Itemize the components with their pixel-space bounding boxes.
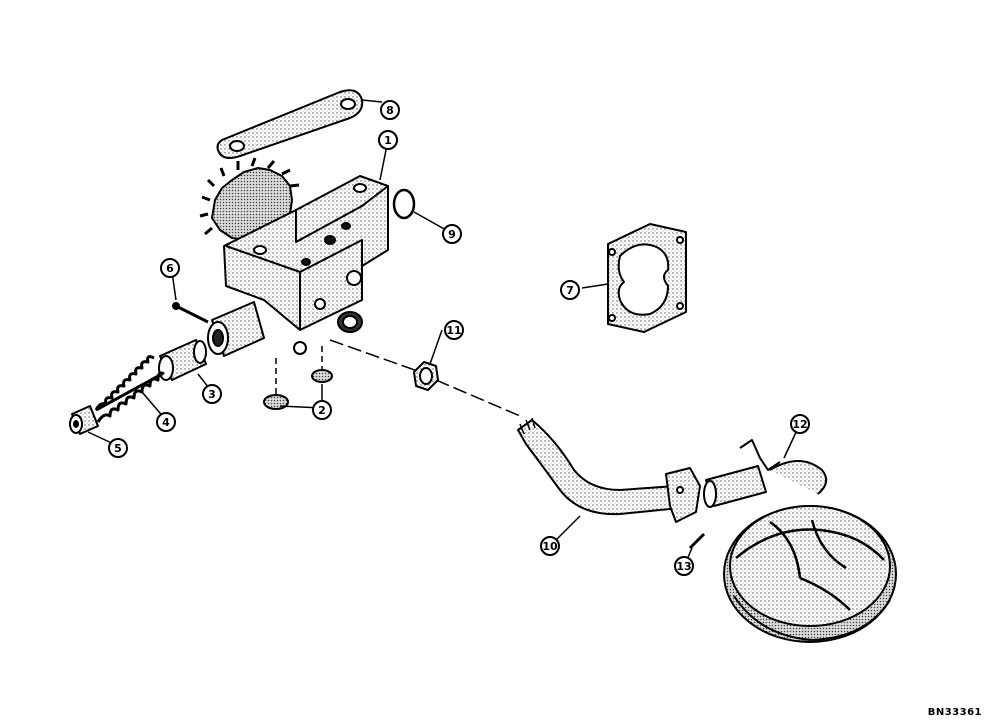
callout-number: 9 <box>448 228 456 241</box>
callout-11: 11 <box>444 320 464 340</box>
oil-pump-body <box>199 157 389 357</box>
pin <box>172 302 209 324</box>
callout-number: 7 <box>566 284 574 297</box>
callout-number: 13 <box>676 560 691 573</box>
callout-1: 1 <box>378 130 398 150</box>
callout-number: 5 <box>114 442 122 455</box>
callout-5: 5 <box>108 438 128 458</box>
callout-12: 12 <box>790 414 810 434</box>
callout-number: 4 <box>162 416 170 429</box>
suction-tube <box>517 417 701 523</box>
callout-13: 13 <box>674 556 694 576</box>
cotter-pin <box>688 532 706 550</box>
callout-6: 6 <box>160 258 180 278</box>
callout-8: 8 <box>380 100 400 120</box>
gasket-top <box>216 89 364 159</box>
plug <box>69 405 99 435</box>
relief-spring <box>94 355 165 423</box>
callout-number: 6 <box>166 262 174 275</box>
callout-number: 2 <box>318 404 326 417</box>
jam-nut <box>413 361 439 391</box>
callout-number: 3 <box>208 388 216 401</box>
gasket-body <box>607 223 687 333</box>
callout-number: 11 <box>446 324 461 337</box>
callout-number: 10 <box>542 540 558 553</box>
callout-number: 8 <box>386 104 394 117</box>
callout-7: 7 <box>560 280 580 300</box>
callout-2: 2 <box>312 400 332 420</box>
callout-4: 4 <box>156 412 176 432</box>
drawing-reference: BN33361 <box>927 707 982 718</box>
valve-sleeve <box>158 339 207 381</box>
o-ring <box>392 188 416 220</box>
oil-screen <box>703 439 897 643</box>
callout-3: 3 <box>202 384 222 404</box>
callout-number: 12 <box>792 418 807 431</box>
callout-9: 9 <box>442 224 462 244</box>
callout-10: 10 <box>540 536 560 556</box>
valve-discs <box>263 346 333 410</box>
callout-number: 1 <box>384 134 392 147</box>
